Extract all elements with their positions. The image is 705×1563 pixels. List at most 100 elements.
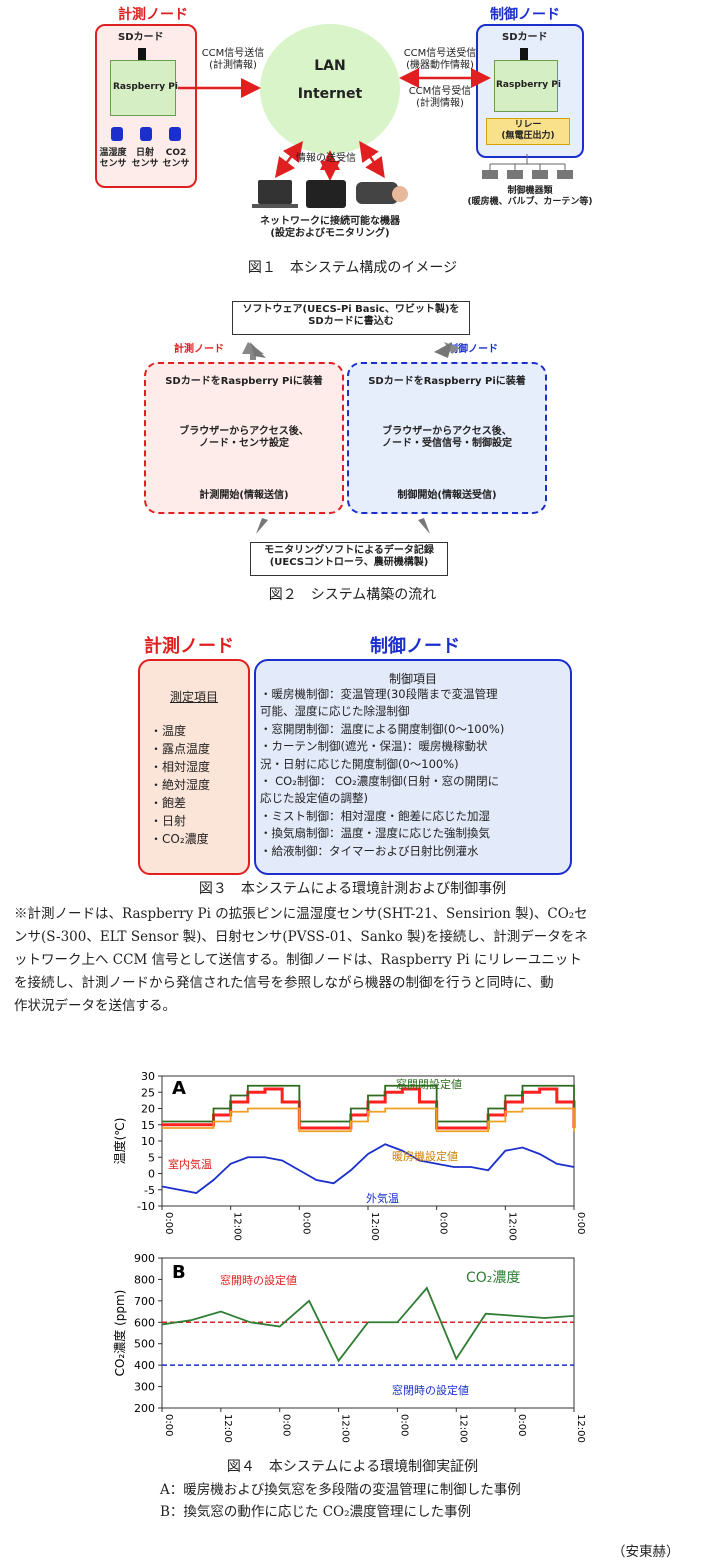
measure-item: ・絶対湿度 (150, 778, 211, 792)
fig4-sub-a: A：暖房機および換気窓を多段階の変温管理に制御した事例 (160, 1482, 521, 1498)
fig2-control-box (347, 362, 547, 514)
indoor-temp-label: 室内気温 (168, 1157, 212, 1171)
devices-label: 制御機器類 (暖房機、バルブ、カーテン等) (467, 186, 593, 207)
network-devices-label: ネットワークに接続可能な機器 (設定およびモニタリング) (260, 216, 400, 239)
note-line: ンサ(S-300、ELT Sensor 製)、日射センサ(PVSS-01、San… (14, 929, 588, 945)
measure-item: ・飽差 (150, 796, 187, 810)
y-axis-label: CO₂濃度 (ppm) (112, 1290, 127, 1377)
control-item: ・ CO₂制御： CO₂濃度制御(日射・窓の開閉に (260, 774, 500, 789)
left-step1: SDカードをRaspberry Piに装着 (165, 376, 323, 387)
control-items-title: 制御項目 (388, 672, 437, 686)
control-sdcard-label: SDカード (502, 32, 548, 43)
y-tick-label: 600 (134, 1316, 155, 1329)
sensor-label-co2: CO2 センサ (162, 148, 190, 169)
system-note: ※計測ノードは、Raspberry Pi の拡張ピンに温湿度センサ(SHT-21… (14, 903, 694, 1018)
sensor-label-solar: 日射 センサ (131, 148, 159, 169)
fig4-caption: 図４ 本システムによる環境制御実証例 (226, 1459, 479, 1475)
control-item: 況・日射に応じた開度制御(0～100%) (260, 756, 459, 771)
y-tick-label: 20 (141, 1103, 155, 1116)
panel-label-a: A (172, 1078, 186, 1099)
right-step3: 制御開始(情報送受信) (397, 490, 497, 501)
monitor-box: モニタリングソフトによるデータ記録 (UECSコントローラ、農研機構製) (250, 542, 448, 576)
fig4-sub-b: B：換気窓の動作に応じた CO₂濃度管理にした事例 (160, 1504, 472, 1520)
right-step2: ブラウザーからアクセス後、 ノード・受信信号・制御設定 (382, 426, 512, 449)
series-line (161, 1143, 575, 1194)
raspberry-pi-board (110, 60, 176, 116)
control-item: ・給液制御：タイマーおよび日射比例灌水 (260, 843, 479, 858)
author: （安東赫） (612, 1544, 680, 1560)
y-tick-label: 700 (134, 1295, 155, 1308)
y-tick-label: 10 (141, 1135, 155, 1148)
plot-frame (161, 1257, 575, 1409)
y-tick-label: -10 (137, 1200, 155, 1213)
y-tick-label: 300 (134, 1381, 155, 1394)
fig2-control-node-title: 制御ノード (448, 344, 498, 355)
control-item: ・ミスト制御：相対湿度・飽差に応じた加湿 (260, 808, 490, 823)
internet-label: Internet (297, 86, 363, 102)
series-line (162, 1084, 575, 1123)
x-tick-label: 0:00 (300, 1212, 311, 1234)
left-step2: ブラウザーからアクセス後、 ノード・センサ設定 (179, 426, 309, 449)
y-tick-label: 5 (148, 1151, 155, 1164)
x-tick-label: 0:00 (163, 1212, 174, 1234)
sdcard-label: SDカード (118, 32, 164, 43)
y-axis-label: 温度(℃) (112, 1118, 127, 1165)
fig1-caption: 図１ 本システム構成のイメージ (247, 260, 458, 276)
window-open-setting-label: 窓開時の設定値 (220, 1273, 297, 1287)
control-items-box (254, 659, 572, 875)
y-tick-label: 15 (141, 1119, 155, 1132)
x-tick-label: 0:00 (575, 1212, 586, 1234)
control-item: 可能、湿度に応じた除湿制御 (260, 704, 410, 719)
ccm-recv-label: CCM信号受信 (計測情報) (408, 86, 472, 109)
control-item: ・カーテン制御(遮光・保温)：暖房機稼動状 (260, 739, 488, 754)
measure-item: ・相対湿度 (150, 760, 211, 774)
measure-items-title: 測定項目 (169, 690, 218, 704)
x-tick-label: 12:00 (457, 1414, 468, 1443)
y-tick-label: -5 (144, 1184, 155, 1197)
y-tick-label: 25 (141, 1086, 155, 1099)
raspberry-pi-label: Raspberry Pi (113, 82, 178, 92)
x-tick-label: 0:00 (281, 1414, 292, 1436)
lan-cloud (260, 24, 400, 154)
x-tick-label: 0:00 (398, 1414, 409, 1436)
fig1-arrows (178, 68, 573, 208)
info-sendrecv-label: 情報の送受信 (296, 153, 356, 164)
x-tick-label: 12:00 (506, 1212, 517, 1241)
fig3-caption: 図３ 本システムによる環境計測および制御事例 (198, 881, 507, 897)
series-line (162, 1087, 576, 1130)
y-tick-label: 500 (134, 1338, 155, 1351)
measure-item: ・温度 (150, 724, 187, 738)
x-tick-label: 0:00 (516, 1414, 527, 1436)
series-line (162, 1107, 575, 1133)
ccm-sendrecv-label: CCM信号送受信 (機器動作情報) (403, 48, 477, 71)
sdcard-icon (138, 48, 146, 60)
panel-label-b: B (172, 1262, 186, 1283)
window-setting-label: 窓開閉設定値 (396, 1077, 462, 1091)
x-tick-label: 12:00 (369, 1212, 380, 1241)
humidity-sensor-icon (111, 127, 123, 141)
outdoor-temp-label: 外気温 (366, 1191, 399, 1205)
control-item: ・窓開閉制御：温度による開度制御(0～100%) (260, 721, 505, 736)
y-tick-label: 400 (134, 1359, 155, 1372)
sensor-label-humidity: 温湿度 センサ (99, 148, 127, 169)
x-tick-label: 0:00 (438, 1212, 449, 1234)
ccm-send-label: CCM信号送信 (計測情報) (201, 48, 265, 71)
measure-item: ・露点温度 (150, 742, 211, 756)
x-tick-label: 12:00 (222, 1414, 233, 1443)
fig2-measure-node-title: 計測ノード (174, 344, 224, 355)
note-line: 作状況データを送信する。 (14, 998, 176, 1014)
fig2-measure-box (144, 362, 344, 514)
co2-series-label: CO₂濃度 (466, 1270, 520, 1286)
y-tick-label: 900 (134, 1252, 155, 1265)
fig3-measure-node-title: 計測ノード (144, 636, 234, 657)
window-closed-setting-label: 窓閉時の設定値 (392, 1383, 469, 1397)
measure-items-list: ・温度 ・露点温度 ・相対湿度 ・絶対湿度 ・飽差 ・日射 ・CO₂濃度 (150, 722, 210, 848)
relay-box: リレー (無電圧出力) (486, 118, 570, 145)
heater-setting-label: 暖房機設定値 (392, 1149, 458, 1163)
x-tick-label: 12:00 (575, 1414, 586, 1443)
measure-item: ・CO₂濃度 (150, 832, 209, 846)
y-tick-label: 30 (141, 1070, 155, 1083)
x-tick-label: 12:00 (340, 1414, 351, 1443)
